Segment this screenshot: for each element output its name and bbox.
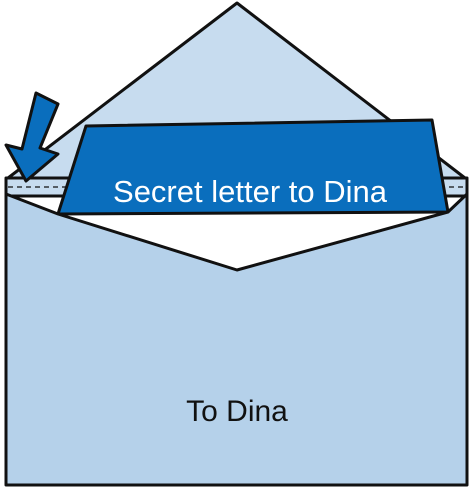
arrow-down-left-icon	[4, 91, 60, 183]
envelope-front-pocket	[4, 192, 469, 487]
secret-letter-title: Secret letter to Dina	[113, 174, 388, 209]
envelope-address: To Dina	[186, 395, 288, 428]
